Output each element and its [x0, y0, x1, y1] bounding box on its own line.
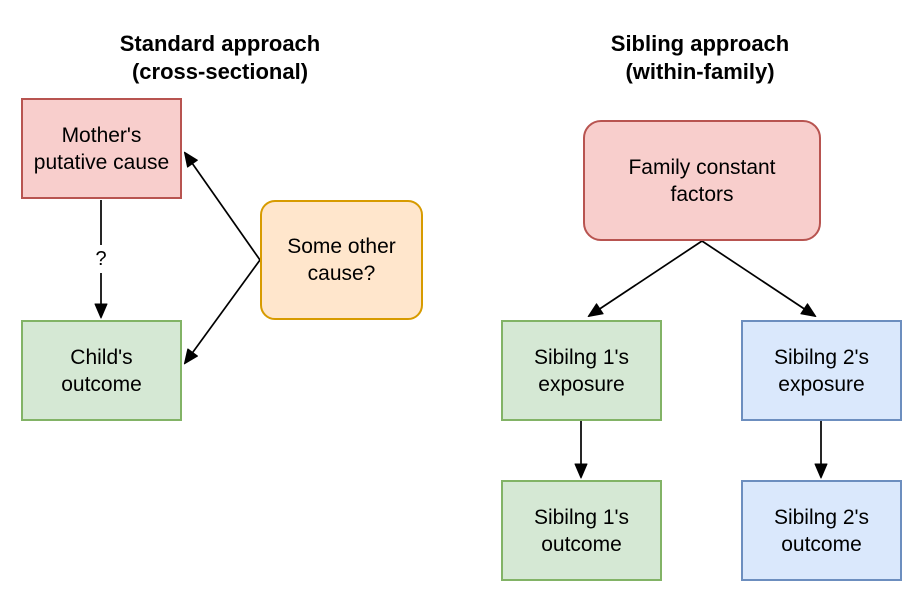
- arrow-othercause-to-mother: [183, 151, 261, 261]
- node-family-constant-factors: Family constant factors: [583, 120, 821, 241]
- title-standard-approach: Standard approach (cross-sectional): [119, 31, 321, 84]
- arrow-othercause-to-child: [183, 259, 261, 365]
- arrow-family-to-sibling1-exposure: [587, 240, 703, 318]
- node-some-other-cause: Some other cause?: [260, 200, 423, 320]
- node-sibling2-outcome: Sibilng 2's outcome: [741, 480, 902, 581]
- arrow-family-to-sibling2-exposure: [701, 240, 817, 318]
- node-mothers-putative-cause: Mother's putative cause: [21, 98, 182, 199]
- node-sibling2-exposure: Sibilng 2's exposure: [741, 320, 902, 421]
- edge-question-label: ?: [88, 245, 114, 273]
- title-sibling-approach: Sibling approach (within-family): [610, 31, 790, 84]
- node-sibling1-outcome: Sibilng 1's outcome: [501, 480, 662, 581]
- node-childs-outcome: Child's outcome: [21, 320, 182, 421]
- node-sibling1-exposure: Sibilng 1's exposure: [501, 320, 662, 421]
